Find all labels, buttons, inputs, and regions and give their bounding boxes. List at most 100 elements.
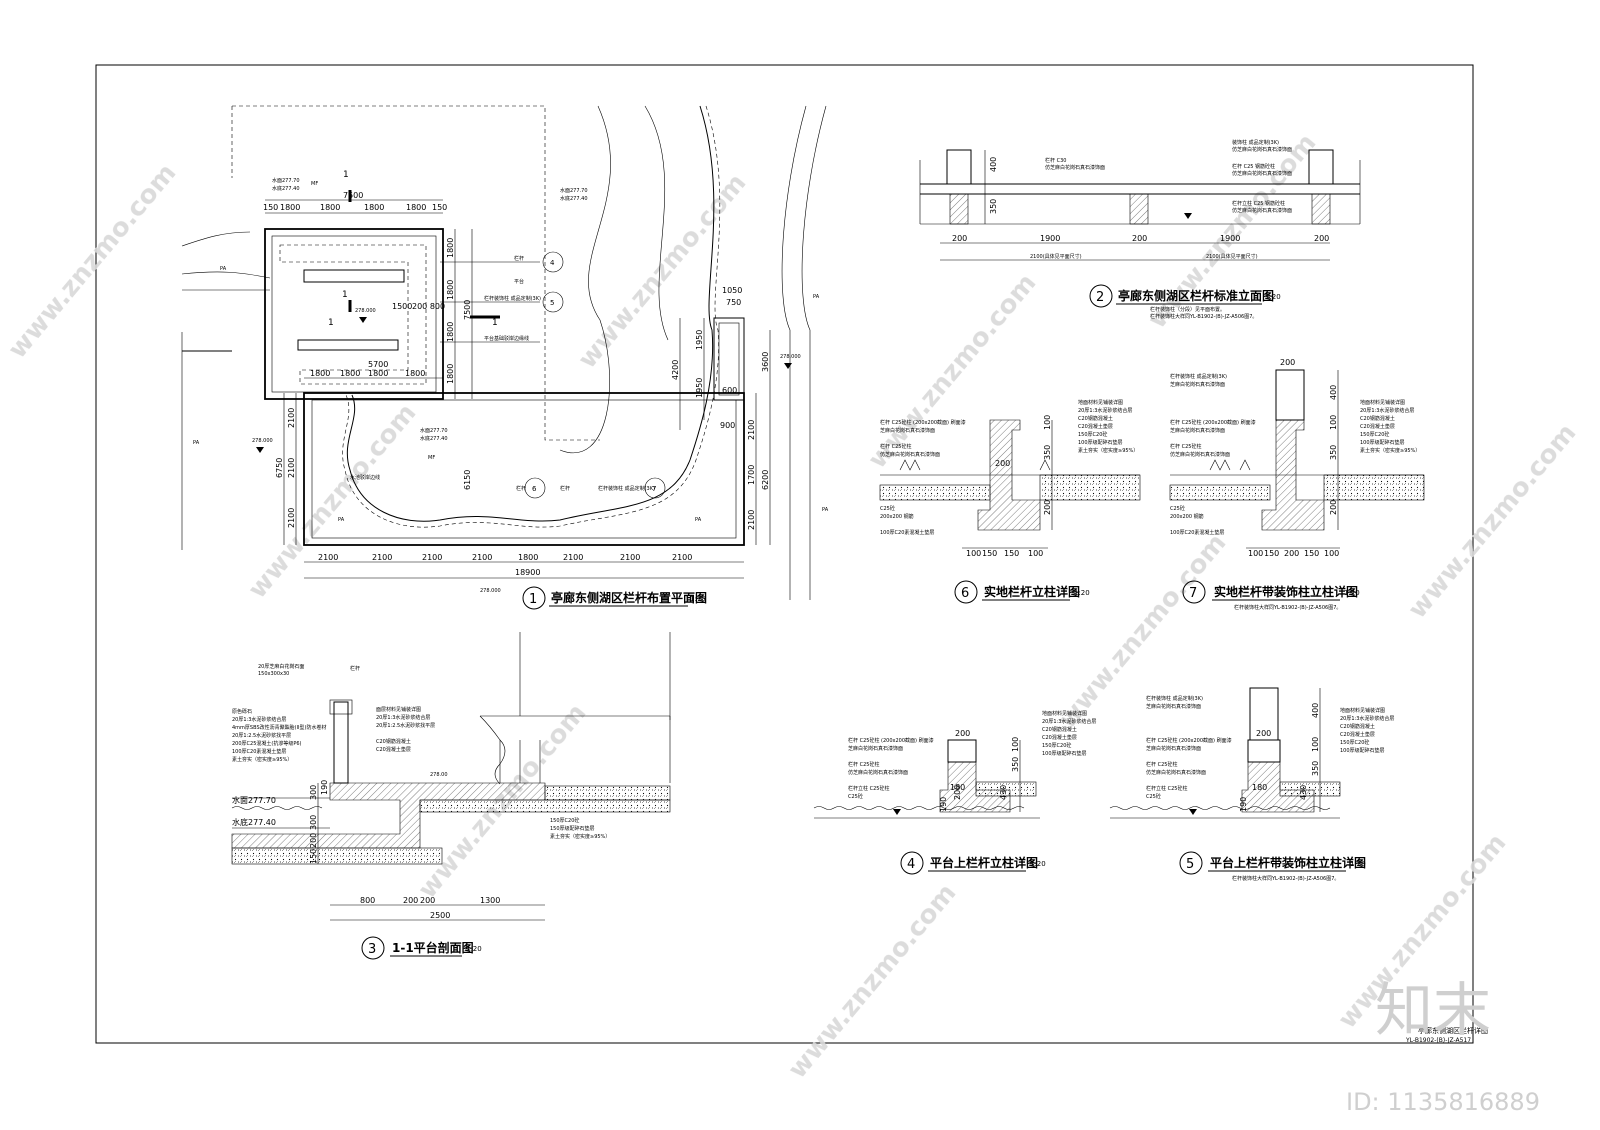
- watermark-layer: www.znzmo.com www.znzmo.com www.znzmo.co…: [2, 128, 1582, 1084]
- svg-text:栏杆 C25砼柱 (200x200截面) 刷面漆: 栏杆 C25砼柱 (200x200截面) 刷面漆: [1146, 737, 1232, 744]
- svg-text:200: 200: [420, 896, 435, 905]
- svg-text:200x200 钢筋: 200x200 钢筋: [1170, 513, 1204, 520]
- svg-text:200厚C25混凝土(抗渗等级P6): 200厚C25混凝土(抗渗等级P6): [232, 740, 302, 747]
- svg-text:20厚1:3水泥砂浆结合层: 20厚1:3水泥砂浆结合层: [1042, 718, 1096, 725]
- svg-text:2100: 2100: [472, 553, 492, 562]
- callout-5: [542, 291, 564, 313]
- svg-text:1950: 1950: [695, 330, 704, 350]
- svg-text:栏杆: 栏杆: [516, 485, 526, 492]
- callout-7: [644, 477, 666, 499]
- svg-text:400: 400: [1329, 385, 1338, 400]
- svg-text:芝麻白花岗石真石漆饰面: 芝麻白花岗石真石漆饰面: [1146, 745, 1201, 752]
- platform-outline: [264, 228, 444, 400]
- svg-text:2: 2: [1096, 290, 1104, 305]
- title-block-code: YL-B1902-(B)-JZ-A517: [1405, 1037, 1471, 1044]
- svg-text:水池驳岸边线: 水池驳岸边线: [350, 474, 380, 481]
- svg-text:200: 200: [1043, 500, 1052, 515]
- svg-text:平台基础驳岸边缘线: 平台基础驳岸边缘线: [484, 335, 529, 342]
- svg-text:1800: 1800: [446, 238, 455, 258]
- svg-text:900: 900: [720, 421, 735, 430]
- svg-text:C20钢筋混凝土: C20钢筋混凝土: [1078, 415, 1113, 422]
- svg-text:2100: 2100: [318, 553, 338, 562]
- svg-text:100厚C20素混凝土垫层: 100厚C20素混凝土垫层: [880, 529, 934, 536]
- svg-text:190: 190: [1239, 797, 1248, 812]
- svg-text:4200: 4200: [671, 360, 680, 380]
- svg-text:仿芝麻白花岗石真石漆饰面: 仿芝麻白花岗石真石漆饰面: [1170, 451, 1230, 458]
- svg-text:190: 190: [939, 797, 948, 812]
- svg-text:地面材料见铺装详图: 地面材料见铺装详图: [1078, 399, 1123, 406]
- svg-text:芝麻白花岗石真石漆饰面: 芝麻白花岗石真石漆饰面: [1146, 703, 1201, 710]
- svg-text:20厚1:3水泥砂浆结合层: 20厚1:3水泥砂浆结合层: [1360, 407, 1414, 414]
- svg-text:278.000: 278.000: [252, 438, 273, 444]
- svg-text:地面材料见铺装详图: 地面材料见铺装详图: [1360, 399, 1405, 406]
- svg-text:MF: MF: [428, 455, 435, 461]
- svg-text:面层材料见铺装详图: 面层材料见铺装详图: [376, 706, 421, 713]
- svg-text:2100: 2100: [372, 553, 392, 562]
- svg-text:2100: 2100: [620, 553, 640, 562]
- svg-text:190: 190: [320, 780, 329, 795]
- svg-text:水底277.40: 水底277.40: [272, 185, 300, 192]
- svg-text:1800: 1800: [320, 203, 340, 212]
- svg-text:芝麻白花岗石真石漆饰面: 芝麻白花岗石真石漆饰面: [1170, 381, 1225, 388]
- svg-text:1800: 1800: [280, 203, 300, 212]
- svg-text:100: 100: [966, 549, 981, 558]
- svg-text:栏杆装饰柱（分段）见平面布置。: 栏杆装饰柱（分段）见平面布置。: [1150, 306, 1225, 313]
- svg-text:278.000: 278.000: [355, 308, 376, 314]
- svg-text:6200: 6200: [761, 470, 770, 490]
- svg-text:1300: 1300: [480, 896, 500, 905]
- elevation-view-2: 200 1900 200 1900 200 2100(具体见平面尺寸) 2100…: [919, 139, 1361, 320]
- svg-text:仿芝麻白花岗石真石漆饰面: 仿芝麻白花岗石真石漆饰面: [1146, 769, 1206, 776]
- svg-text:100厚级配碎石垫层: 100厚级配碎石垫层: [1360, 439, 1405, 446]
- svg-text:2100: 2100: [287, 408, 296, 428]
- svg-text:水底277.40: 水底277.40: [232, 817, 276, 827]
- svg-text:地面材料见铺装详图: 地面材料见铺装详图: [1340, 707, 1385, 714]
- section-view-3: 水面277.70 水底277.40 278.00 300 190 300 200…: [231, 632, 671, 960]
- svg-text:1: 1: [492, 318, 498, 328]
- svg-text:水底277.40: 水底277.40: [420, 435, 448, 442]
- svg-text:180: 180: [950, 783, 965, 792]
- svg-text:1800: 1800: [446, 322, 455, 342]
- svg-text:2100(具体见平面尺寸): 2100(具体见平面尺寸): [1206, 253, 1258, 260]
- svg-text:4: 4: [550, 259, 555, 267]
- svg-text:装饰柱 成品定制(3K): 装饰柱 成品定制(3K): [1232, 139, 1279, 146]
- svg-text:400: 400: [989, 157, 998, 172]
- svg-text:350: 350: [1329, 445, 1338, 460]
- svg-text:1900: 1900: [1220, 234, 1240, 243]
- view-2-title: 亭廊东侧湖区栏杆标准立面图: [1118, 288, 1274, 303]
- svg-text:100: 100: [1324, 549, 1339, 558]
- svg-text:PA: PA: [193, 440, 200, 446]
- svg-text:栏杆 C25砼柱: 栏杆 C25砼柱: [1146, 761, 1177, 768]
- svg-text:栏杆: 栏杆: [560, 485, 570, 492]
- svg-text:C20钢筋混凝土: C20钢筋混凝土: [376, 738, 411, 745]
- svg-text:200 800: 200 800: [412, 302, 445, 311]
- svg-text:栏杆: 栏杆: [514, 255, 524, 262]
- svg-text:278.000: 278.000: [480, 588, 501, 594]
- svg-text:150厚C20砼: 150厚C20砼: [1042, 742, 1071, 749]
- svg-text:350: 350: [1311, 761, 1320, 776]
- svg-text:仿芝麻白花岗石真石漆饰面: 仿芝麻白花岗石真石漆饰面: [880, 451, 940, 458]
- svg-text:4mm厚SBS改性沥青聚酯胎(II型)防水卷材: 4mm厚SBS改性沥青聚酯胎(II型)防水卷材: [232, 724, 326, 731]
- view-6-title: 实地栏杆立柱详图: [984, 584, 1080, 599]
- svg-text:栏杆 C25砼柱: 栏杆 C25砼柱: [880, 443, 911, 450]
- svg-text:200: 200: [1256, 729, 1271, 738]
- svg-text:PA: PA: [813, 294, 820, 300]
- svg-text:栏杆 C25砼柱 (200x200截面) 刷面漆: 栏杆 C25砼柱 (200x200截面) 刷面漆: [848, 737, 934, 744]
- svg-text:2100: 2100: [287, 508, 296, 528]
- svg-text:1500: 1500: [392, 302, 412, 311]
- svg-text:200x200 钢筋: 200x200 钢筋: [880, 513, 914, 520]
- svg-text:1800: 1800: [368, 369, 388, 378]
- detail-view-4: 200 180 100 350 430 200 190 栏杆 C25砼柱 (20…: [813, 710, 1096, 875]
- detail-view-6: 100 150 150 100 100 350 200 200 栏杆 C25砼柱…: [879, 399, 1141, 604]
- svg-text:300: 300: [309, 785, 318, 800]
- svg-text:www.znzmo.com: www.znzmo.com: [782, 878, 962, 1084]
- svg-text:栏杆立柱 C25 钢筋砼柱: 栏杆立柱 C25 钢筋砼柱: [1232, 200, 1285, 207]
- svg-text:20厚芝麻白花岗石面: 20厚芝麻白花岗石面: [258, 663, 304, 670]
- svg-text:100厚C20素混凝土垫层: 100厚C20素混凝土垫层: [1170, 529, 1224, 536]
- svg-text:原色砾石: 原色砾石: [232, 708, 252, 715]
- svg-text:素土夯实（密实度≥95%）: 素土夯实（密实度≥95%）: [550, 833, 610, 840]
- svg-text:5: 5: [550, 299, 554, 307]
- svg-text:150: 150: [309, 849, 318, 864]
- svg-text:C20混凝土垫层: C20混凝土垫层: [1042, 734, 1077, 741]
- svg-text:150: 150: [1264, 549, 1279, 558]
- svg-text:栏杆 C25砼柱 (200x200截面) 刷面漆: 栏杆 C25砼柱 (200x200截面) 刷面漆: [880, 419, 966, 426]
